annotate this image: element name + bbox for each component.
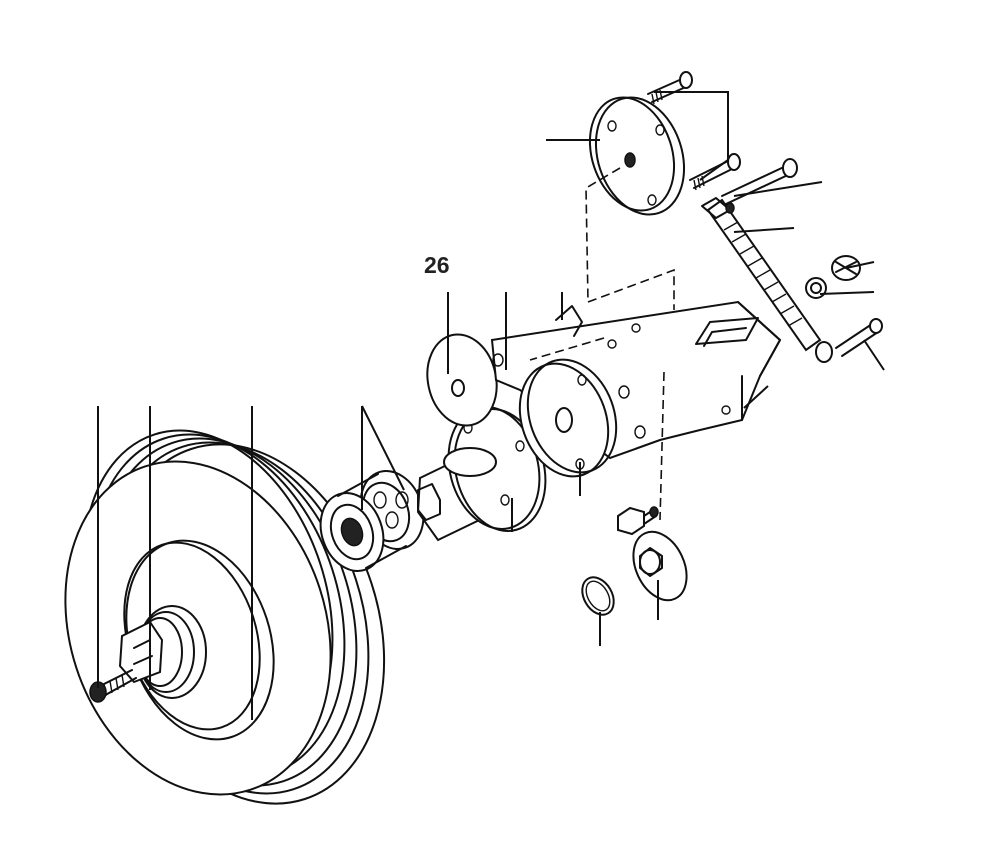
assembly-lines <box>529 167 675 521</box>
right-bolt <box>835 318 883 357</box>
flanged-shaft <box>416 406 547 542</box>
leader-lines <box>97 91 885 720</box>
top-bolts <box>647 71 798 205</box>
bearing-plate <box>518 358 618 478</box>
tension-spring <box>701 197 833 363</box>
adjuster-washer <box>632 530 688 602</box>
pulley-hub <box>118 605 207 699</box>
snap-ring <box>581 576 615 616</box>
callout-number-26: 26 <box>424 252 450 278</box>
drive-pulley <box>64 429 386 805</box>
bearing <box>319 470 425 572</box>
lock-nuts <box>805 255 861 299</box>
adjuster-bolt <box>617 506 659 536</box>
top-cover-plate <box>588 96 686 216</box>
